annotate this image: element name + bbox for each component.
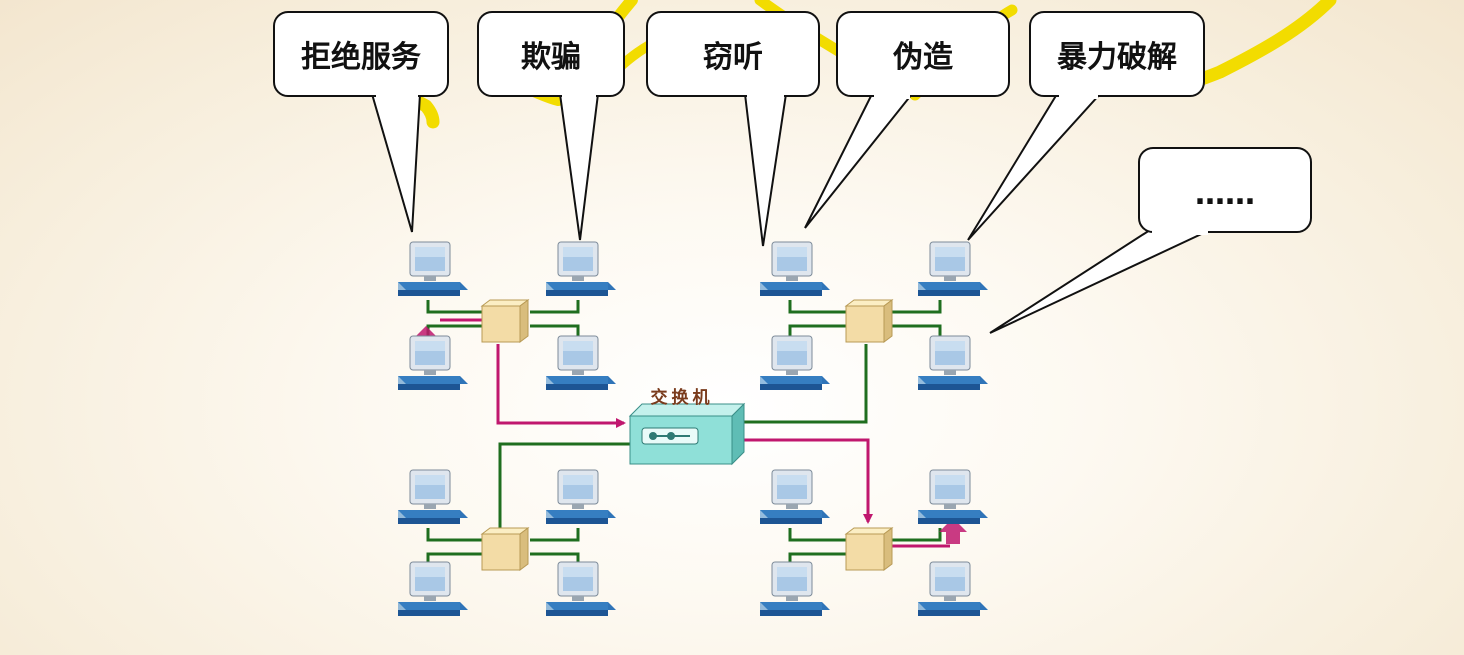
computer-icon	[545, 561, 617, 617]
bubble-forgery-label: 伪造	[893, 40, 953, 75]
computer-icon	[917, 241, 989, 297]
network-links	[426, 300, 942, 565]
attack-target-arrow	[939, 518, 967, 544]
computer-icon	[545, 335, 617, 391]
computer-icon	[759, 469, 831, 525]
computer-icon	[917, 469, 989, 525]
bubble-more: ……	[1138, 147, 1312, 235]
bubble-bruteforce-label: 暴力破解	[1057, 40, 1177, 75]
bubble-eavesdrop: 窃听	[646, 11, 820, 99]
computer-icon	[397, 469, 469, 525]
bubble-deception-label: 欺骗	[521, 40, 581, 75]
switch-label: 交换机	[651, 387, 714, 408]
bubble-deception: 欺骗	[477, 11, 625, 99]
switch-icon	[628, 402, 746, 466]
bubble-dos: 拒绝服务	[273, 11, 449, 99]
computer-icon	[759, 561, 831, 617]
hub-icon	[481, 527, 529, 571]
computer-icon	[917, 335, 989, 391]
hub-icon	[845, 299, 893, 343]
callout-tails	[370, 93, 1211, 334]
computer-icon	[545, 241, 617, 297]
bubble-dos-label: 拒绝服务	[301, 40, 421, 75]
bubble-forgery: 伪造	[836, 11, 1010, 99]
computer-icon	[397, 241, 469, 297]
computer-icon	[917, 561, 989, 617]
computer-icon	[397, 335, 469, 391]
computer-icon	[759, 241, 831, 297]
bubble-bruteforce: 暴力破解	[1029, 11, 1205, 99]
attack-path	[440, 318, 950, 548]
computer-icon	[759, 335, 831, 391]
computer-icon	[545, 469, 617, 525]
hub-icon	[845, 527, 893, 571]
computer-icon	[397, 561, 469, 617]
bubble-more-label: ……	[1195, 177, 1255, 212]
bubble-eavesdrop-label: 窃听	[703, 40, 763, 75]
hub-icon	[481, 299, 529, 343]
